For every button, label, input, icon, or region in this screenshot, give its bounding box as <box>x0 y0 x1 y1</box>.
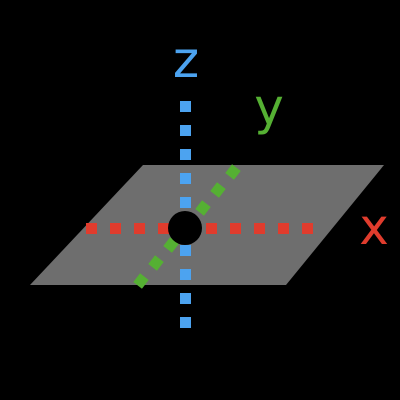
x-axis-mark <box>110 223 121 234</box>
z-axis <box>180 101 191 328</box>
z-axis-mark <box>180 101 191 112</box>
y-axis-label: y <box>254 78 284 136</box>
z-axis-mark <box>180 245 191 256</box>
x-axis-label: x <box>359 198 389 256</box>
z-axis-mark <box>180 293 191 304</box>
x-axis-mark <box>230 223 241 234</box>
z-axis-mark <box>180 269 191 280</box>
x-axis-mark <box>254 223 265 234</box>
y-axis-mark <box>133 273 149 289</box>
y-axis-mark <box>195 200 211 216</box>
x-axis-mark <box>158 223 169 234</box>
x-axis-mark <box>278 223 289 234</box>
y-axis-mark <box>148 255 164 271</box>
x-axis-mark <box>86 223 97 234</box>
z-axis-mark <box>180 125 191 136</box>
origin-point <box>168 211 202 245</box>
x-axis-mark <box>134 223 145 234</box>
y-axis-mark <box>225 164 241 180</box>
z-axis-mark <box>180 173 191 184</box>
x-axis-mark <box>302 223 313 234</box>
y-axis-mark <box>210 182 226 198</box>
z-axis-label: z <box>173 31 199 89</box>
z-axis-mark <box>180 149 191 160</box>
z-axis-mark <box>180 197 191 208</box>
z-axis-mark <box>180 317 191 328</box>
x-axis-mark <box>206 223 217 234</box>
x-axis <box>86 223 313 234</box>
